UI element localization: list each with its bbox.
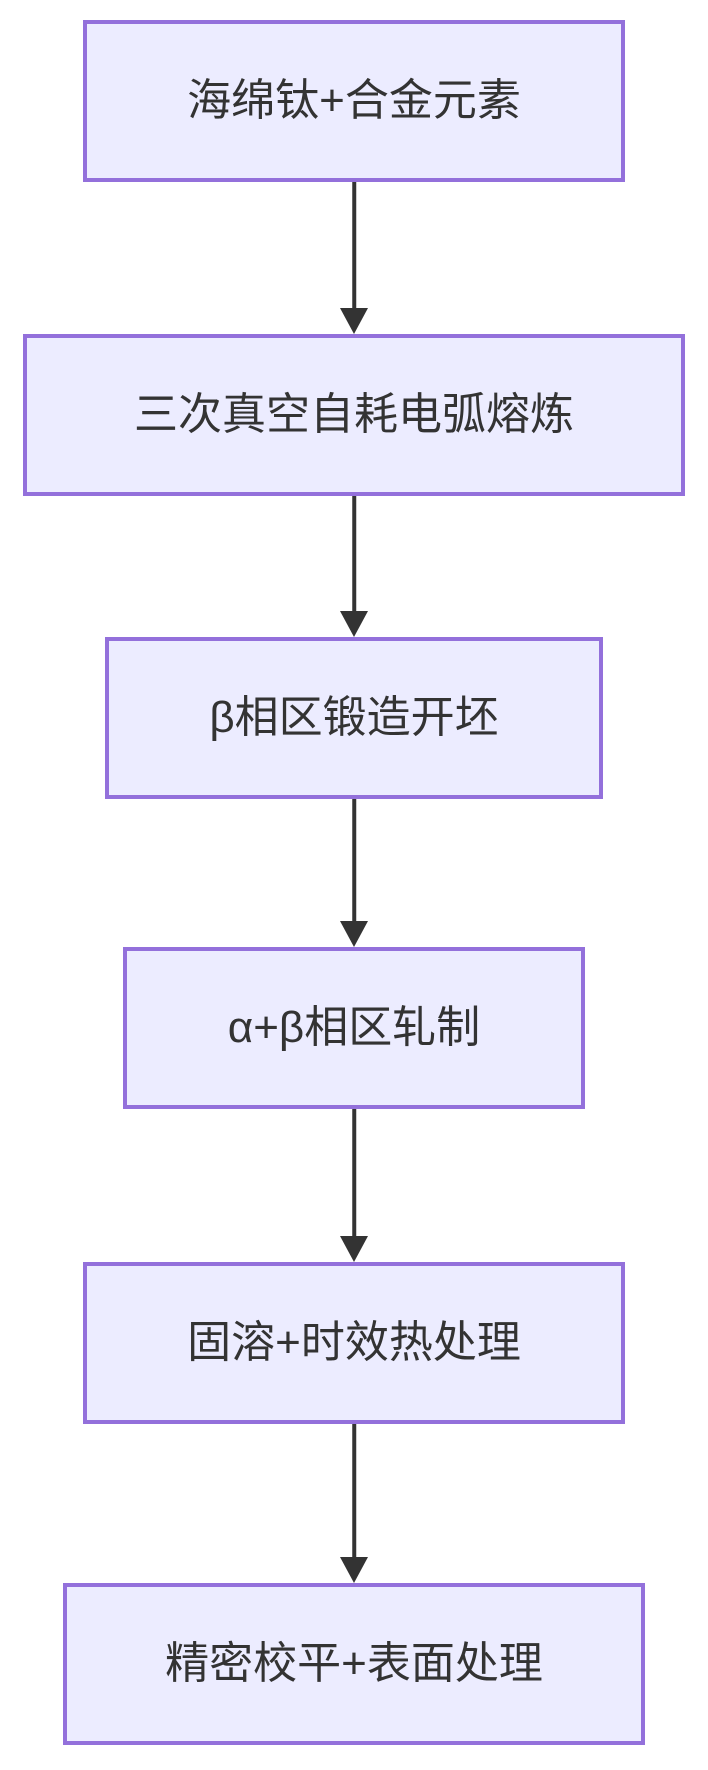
flow-node-sponge-titanium: 海绵钛+合金元素: [83, 20, 625, 182]
flow-node-vacuum-arc-melting: 三次真空自耗电弧熔炼: [23, 334, 685, 496]
flow-node-beta-forging: β相区锻造开坯: [105, 637, 603, 799]
node-label: α+β相区轧制: [227, 1003, 481, 1052]
node-label: β相区锻造开坯: [209, 693, 499, 742]
node-label: 精密校平+表面处理: [165, 1639, 543, 1688]
arrow-line: [352, 496, 356, 615]
flow-arrow-1: [338, 182, 370, 334]
flow-arrow-3: [338, 799, 370, 947]
node-label: 海绵钛+合金元素: [187, 76, 521, 125]
arrow-line: [352, 1109, 356, 1240]
arrow-line: [352, 182, 356, 312]
arrow-head-icon: [340, 308, 368, 334]
arrow-head-icon: [340, 611, 368, 637]
arrow-head-icon: [340, 921, 368, 947]
flow-node-alpha-beta-rolling: α+β相区轧制: [123, 947, 585, 1109]
node-label: 三次真空自耗电弧熔炼: [134, 390, 574, 439]
arrow-head-icon: [340, 1236, 368, 1262]
flow-arrow-4: [338, 1109, 370, 1262]
flow-arrow-2: [338, 496, 370, 637]
flow-node-leveling-surface-treatment: 精密校平+表面处理: [63, 1583, 645, 1745]
node-label: 固溶+时效热处理: [187, 1318, 521, 1367]
flow-arrow-5: [338, 1424, 370, 1583]
arrow-line: [352, 1424, 356, 1561]
arrow-head-icon: [340, 1557, 368, 1583]
arrow-line: [352, 799, 356, 925]
flow-node-solution-aging-heat-treatment: 固溶+时效热处理: [83, 1262, 625, 1424]
